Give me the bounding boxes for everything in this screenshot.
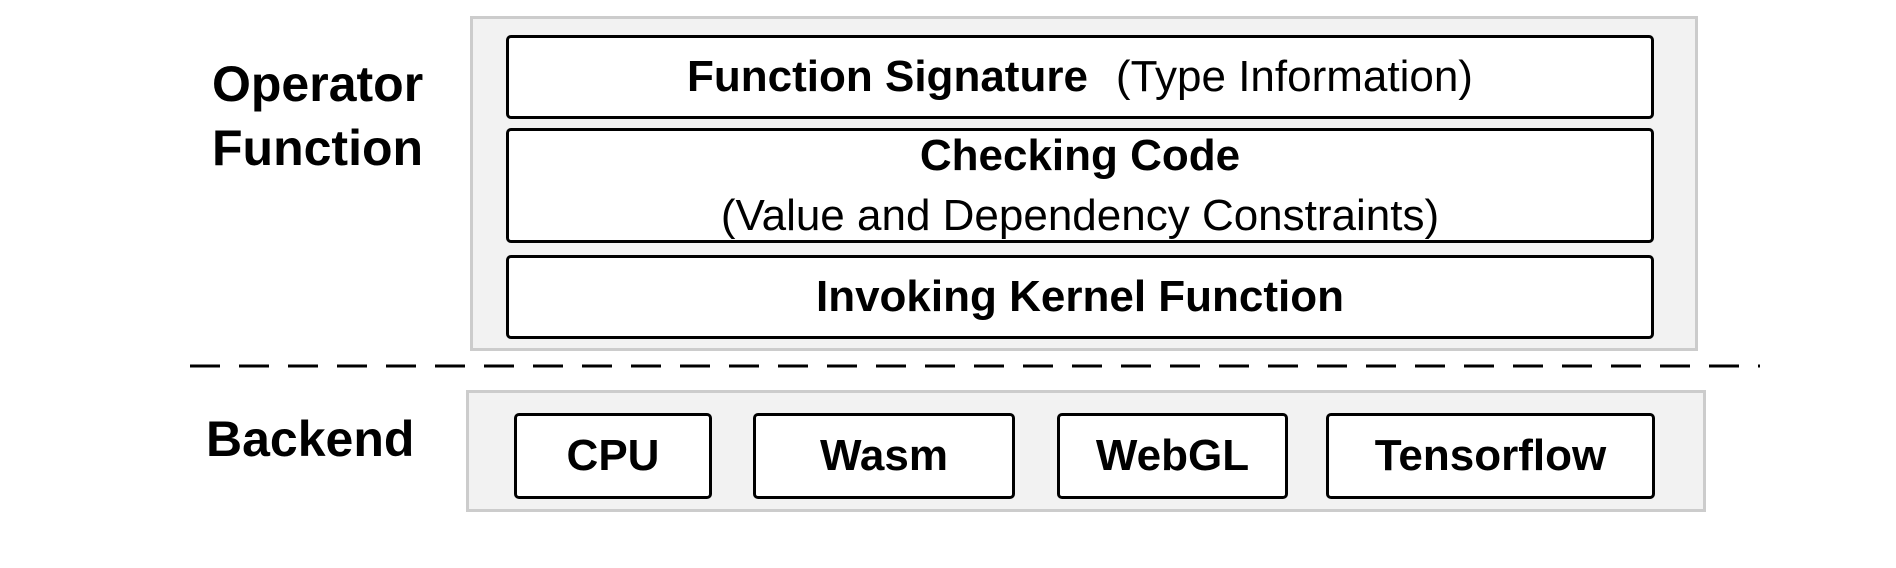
section-divider [190,364,1760,368]
backend-wasm-box: Wasm [753,413,1015,499]
invoking-kernel-function-box: Invoking Kernel Function [506,255,1654,339]
backend-label: Backend [206,411,415,467]
invoking-kernel-function-title: Invoking Kernel Function [815,272,1345,321]
backend-webgl-box: WebGL [1057,413,1288,499]
function-signature-title: Function Signature [687,52,1088,101]
operator-function-label-line1: Operator [212,56,424,112]
backend-cpu-box: CPU [514,413,712,499]
operator-function-label-line2: Function [212,120,424,176]
function-signature-box: Function Signature (Type Information) [506,35,1654,119]
checking-code-title: Checking Code [919,130,1241,180]
function-signature-note: (Type Information) [1115,52,1473,101]
checking-code-box: Checking Code (Value and Dependency Cons… [506,128,1654,243]
checking-code-note: (Value and Dependency Constraints) [720,190,1440,240]
backend-tensorflow-box: Tensorflow [1326,413,1655,499]
operator-function-label: Operator Function [212,52,423,180]
